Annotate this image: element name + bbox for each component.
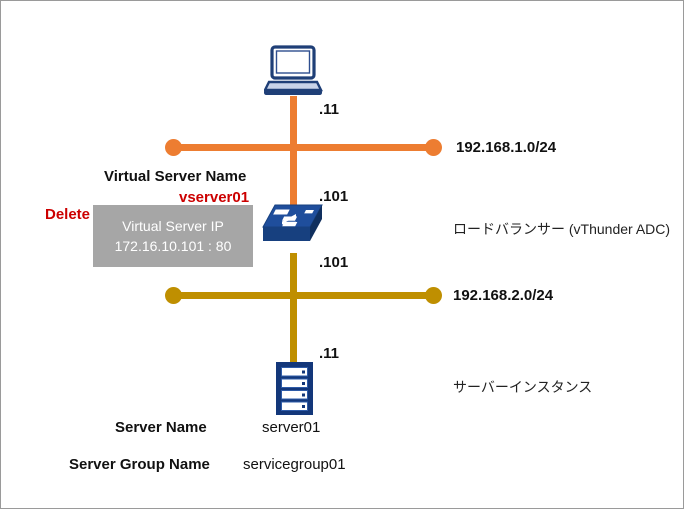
network-label-lower: 192.168.2.0/24 (453, 287, 554, 304)
network-bus-upper (173, 144, 433, 151)
ip-tick-lb-lower: .101 (319, 254, 349, 271)
load-balancer-label: ロードバランサー (vThunder ADC) (453, 221, 671, 237)
server-instance-label: サーバーインスタンス (453, 379, 593, 395)
bus-endpoint-lower-left (165, 287, 182, 304)
bus-endpoint-upper-left (165, 139, 182, 156)
server-name-value: server01 (262, 419, 321, 436)
server-group-name-label: Server Group Name (69, 456, 210, 473)
server-group-name-value: servicegroup01 (243, 456, 346, 473)
link-loadbalancer-to-server (290, 253, 297, 366)
network-bus-lower (173, 292, 433, 299)
switch-icon (262, 203, 324, 260)
virtual-server-ip-callout: Virtual Server IP 172.16.10.101 : 80 (93, 205, 253, 267)
ip-tick-server: .11 (319, 345, 340, 362)
virtual-server-ip-value: 172.16.10.101 : 80 (114, 238, 232, 254)
virtual-server-name-value: vserver01 (179, 189, 250, 206)
link-client-to-loadbalancer (290, 96, 297, 214)
delete-annotation: Delete (45, 206, 91, 223)
virtual-server-ip-title: Virtual Server IP (122, 217, 224, 234)
bus-endpoint-upper-right (425, 139, 442, 156)
ip-tick-lb-upper: .101 (319, 188, 349, 205)
virtual-server-name-label: Virtual Server Name (104, 168, 247, 185)
server-icon (276, 362, 313, 420)
bus-endpoint-lower-right (425, 287, 442, 304)
server-name-label: Server Name (115, 419, 207, 436)
network-label-upper: 192.168.1.0/24 (456, 139, 557, 156)
laptop-icon (263, 45, 324, 102)
ip-tick-client: .11 (319, 101, 340, 118)
